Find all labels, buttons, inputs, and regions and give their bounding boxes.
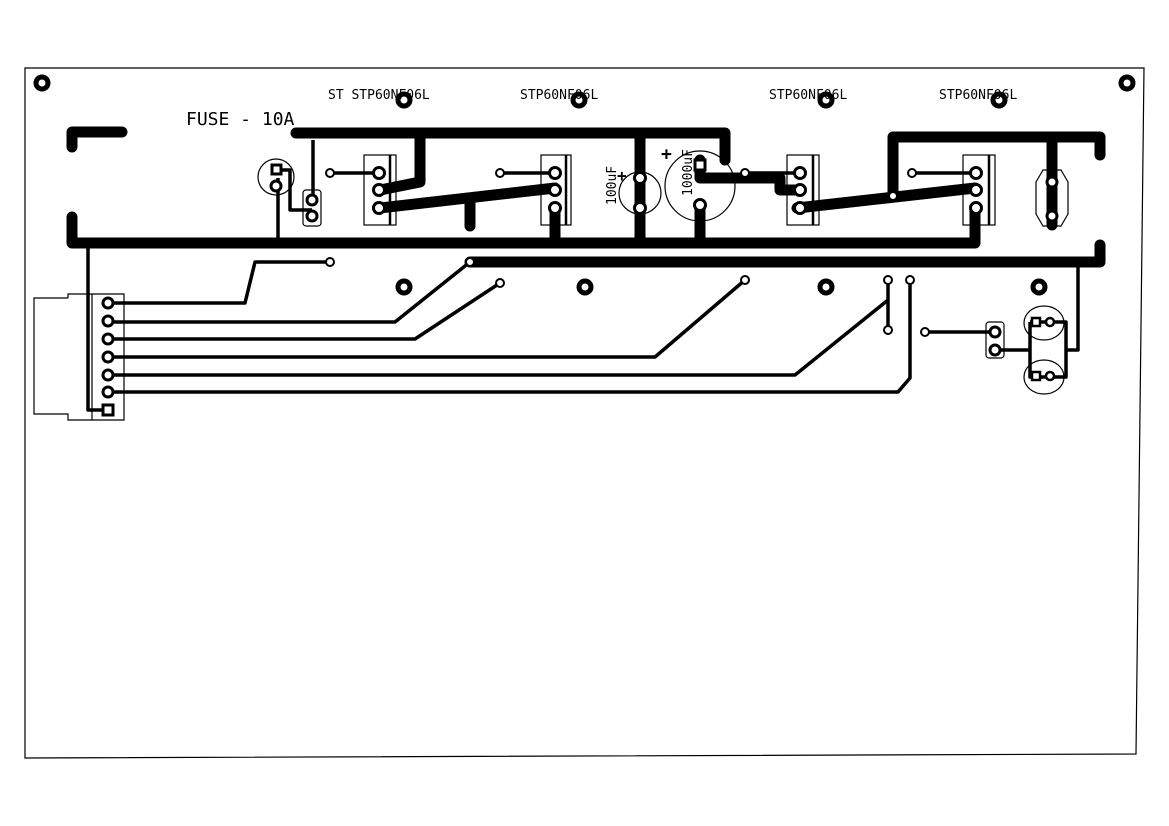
capacitor-1000uf [664,150,736,222]
small-component-right [985,321,1005,359]
mosfet-1-footprint [363,154,397,226]
fuse-holder-right [1035,169,1069,227]
mosfet-footprints [363,154,996,226]
mounting-holes [33,74,1136,296]
mosfet-2-label: STP60NF06L [520,88,598,103]
mosfet-4-footprint [962,154,996,226]
mosfet-3-footprint [786,154,820,226]
fuse-label: FUSE - 10A [186,109,295,130]
vias [325,168,930,337]
mosfet-2-footprint [540,154,572,226]
mosfet-1-label: ST STP60NF06L [328,88,430,103]
signal-traces [86,140,1080,412]
connector-7pin [33,293,125,421]
board-outline [24,67,1145,759]
capacitor-100uf-plus: + [617,166,627,185]
mosfet-3-label: STP60NF06L [769,88,847,103]
capacitor-1000uf-label: 1000uF [681,149,696,196]
power-traces [66,126,1106,268]
capacitor-100uf [618,171,662,215]
fuse-holder [257,158,322,227]
mosfet-4-label: STP60NF06L [939,88,1017,103]
capacitor-1000uf-plus: + [661,144,672,165]
led-pair-right [1023,305,1065,395]
capacitor-100uf-label: 100uF [605,166,620,205]
